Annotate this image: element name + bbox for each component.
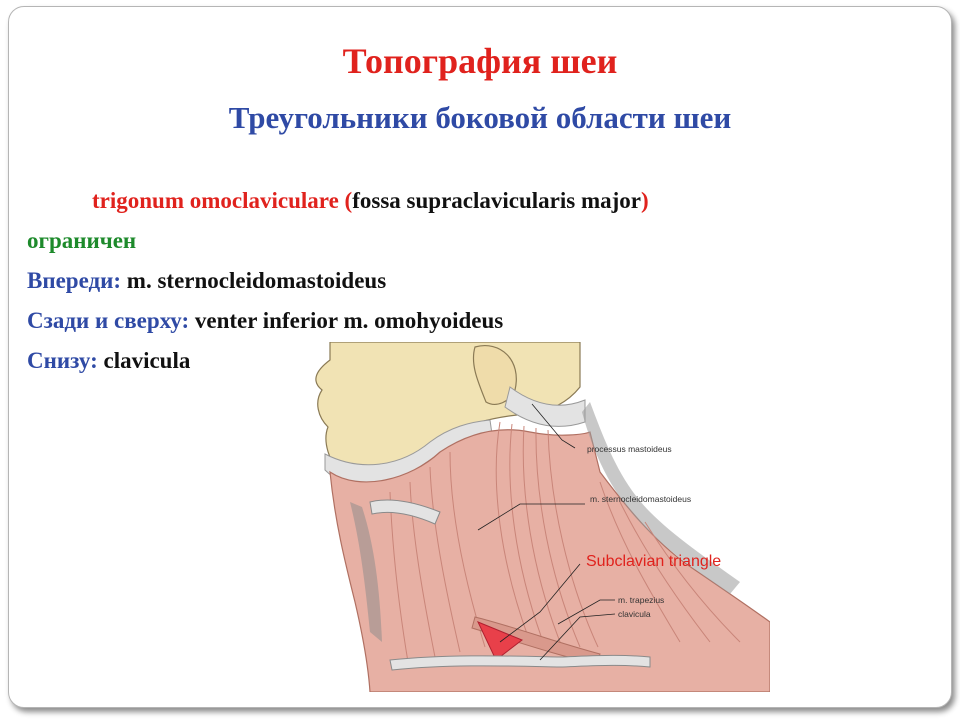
posterior-shadow	[582, 402, 740, 594]
leader-lines	[477, 403, 616, 661]
hyoid-bone	[369, 499, 441, 525]
label-m-trapezius: m. trapezius	[618, 595, 664, 605]
label-clavicula: clavicula	[618, 609, 651, 619]
slide-title: Топография шеи	[342, 41, 618, 81]
trigonum-line: trigonum omoclaviculare (fossa supraclav…	[92, 188, 649, 214]
neck-anatomy-figure: processus mastoideus m. sternocleidomast…	[315, 342, 770, 692]
paren-close: )	[640, 188, 649, 213]
subclavian-triangle	[476, 621, 523, 661]
trigonum-name: trigonum omoclaviculare	[92, 188, 339, 213]
front-value: m. sternocleidomastoideus	[121, 268, 387, 293]
paren-open: (	[338, 188, 353, 213]
back-label: Сзади и сверху:	[27, 308, 190, 333]
below-value: clavicula	[97, 348, 191, 373]
back-value: venter inferior m. omohyoideus	[189, 308, 504, 333]
bounded-text: ограничен	[27, 228, 137, 253]
neck-muscles	[329, 429, 770, 692]
front-boundary: Впереди: m. sternocleidomastoideus	[27, 268, 386, 294]
anterior-shadow	[350, 502, 382, 642]
label-processus-mastoideus: processus mastoideus	[587, 444, 672, 454]
back-boundary: Сзади и сверху: venter inferior m. omohy…	[27, 308, 503, 334]
label-subclavian-triangle: Subclavian triangle	[586, 553, 721, 570]
label-m-sternocleidomastoideus: m. sternocleidomastoideus	[590, 494, 691, 504]
below-label: Снизу:	[27, 348, 98, 373]
front-label: Впереди:	[27, 268, 122, 293]
slide-subtitle: Треугольники боковой области шеи	[228, 100, 732, 135]
fossa-name: fossa supraclavicularis major	[352, 188, 641, 213]
below-boundary: Снизу: clavicula	[27, 348, 190, 374]
clavicle-bone	[389, 654, 651, 671]
